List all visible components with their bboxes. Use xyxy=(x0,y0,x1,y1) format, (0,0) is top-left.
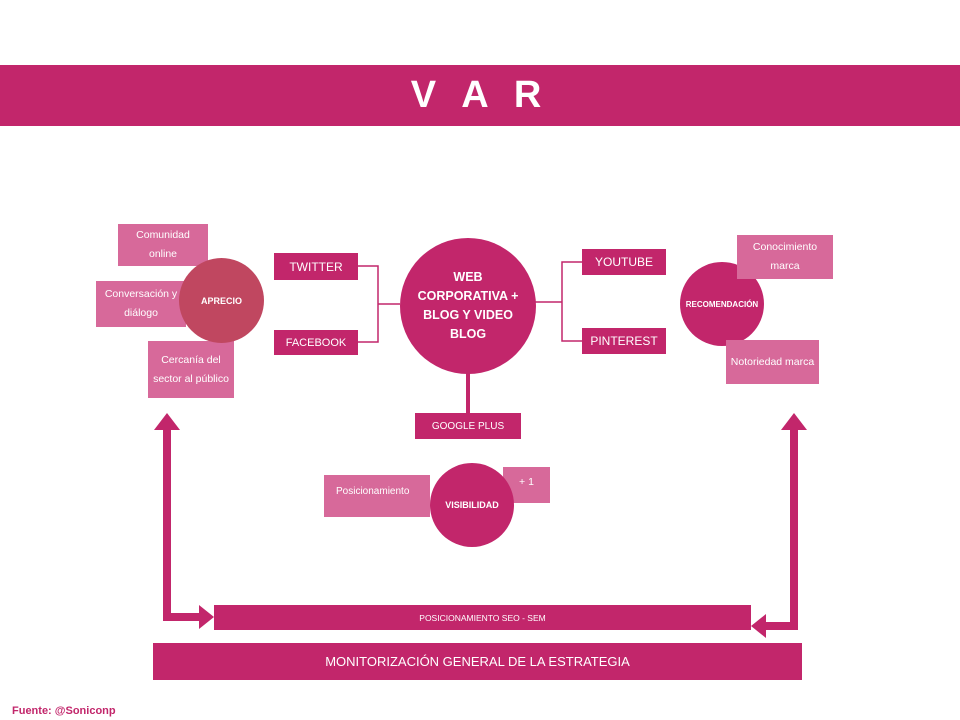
page-title: V A R xyxy=(410,74,550,116)
right-bracket-connector xyxy=(535,261,582,342)
visibilidad-circle: VISIBILIDAD xyxy=(430,463,514,547)
channel-twitter: TWITTER xyxy=(274,253,358,280)
aprecio-item-cercania: Cercanía del sector al público xyxy=(148,341,234,398)
channel-youtube: YOUTUBE xyxy=(582,249,666,275)
channel-pinterest: PINTEREST xyxy=(582,328,666,354)
title-banner: V A R xyxy=(0,65,960,126)
left-loop-arrow xyxy=(154,413,214,629)
aprecio-item-conversacion: Conversación y diálogo xyxy=(96,281,186,327)
left-bracket-connector xyxy=(358,265,400,343)
center-web-circle: WEB CORPORATIVA + BLOG Y VIDEO BLOG xyxy=(400,238,536,374)
source-credit: Fuente: @Soniconp xyxy=(12,705,116,717)
visibilidad-item-posicionamiento: Posicionamiento xyxy=(324,475,430,517)
channel-google-plus: GOOGLE PLUS xyxy=(415,413,521,439)
seo-sem-bar: POSICIONAMIENTO SEO - SEM xyxy=(214,605,751,630)
monitorizacion-bar: MONITORIZACIÓN GENERAL DE LA ESTRATEGIA xyxy=(153,643,802,680)
right-loop-arrow xyxy=(751,413,807,638)
channel-facebook: FACEBOOK xyxy=(274,330,358,355)
recomendacion-item-conocimiento: Conocimiento marca xyxy=(737,235,833,279)
aprecio-item-comunidad: Comunidad online xyxy=(118,224,208,266)
recomendacion-item-notoriedad: Notoriedad marca xyxy=(726,340,819,384)
aprecio-circle: APRECIO xyxy=(179,258,264,343)
